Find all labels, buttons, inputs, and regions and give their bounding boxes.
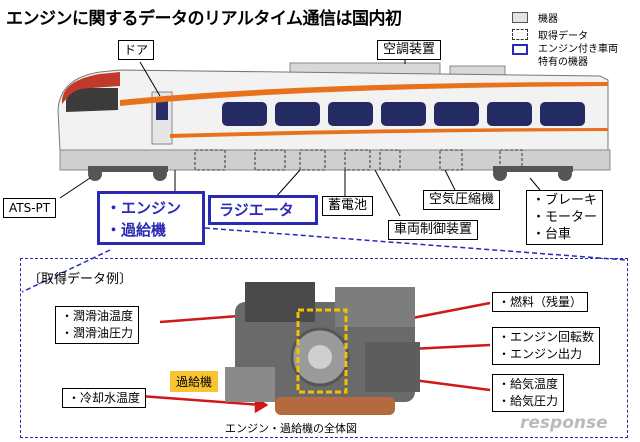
response-watermark: response (520, 413, 608, 433)
page-title: エンジンに関するデータのリアルタイム通信は国内初 (6, 9, 402, 29)
label-intake: ・給気温度 ・給気圧力 (492, 374, 565, 412)
label-battery: 蓄電池 (322, 196, 374, 216)
acquired-data-markers (194, 149, 523, 171)
label-air-conditioner: 空調装置 (377, 40, 442, 60)
engine-image (225, 282, 420, 415)
legend-item-equipment: 機器 (512, 10, 558, 25)
label-ats-pt: ATS-PT (3, 198, 57, 218)
legend-swatch-solid (512, 12, 528, 23)
detail-frame (20, 258, 628, 438)
legend-label-equipment: 機器 (538, 14, 558, 25)
label-engine-performance: ・エンジン回転数 ・エンジン出力 (492, 327, 601, 365)
turbo-highlight (296, 308, 348, 394)
leader-lines (59, 54, 541, 217)
engine-caption: エンジン・過給機の全体図 (225, 422, 357, 435)
label-turbocharger: 過給機 (170, 371, 219, 392)
label-radiator: ラジエータ (208, 195, 318, 225)
orange-stripe (120, 82, 608, 106)
underfloor (59, 149, 611, 171)
label-fuel: ・燃料（残量） (492, 292, 589, 312)
expand-lines (21, 227, 627, 293)
legend-item-engine-specific: エンジン付き車両 特有の機器 (512, 43, 618, 69)
label-brake-motor-bogie: ・ブレーキ ・モーター ・台車 (526, 190, 604, 245)
detail-heading: 〔取得データ例〕 (28, 272, 133, 287)
label-coolant: ・冷却水温度 (62, 388, 147, 408)
legend-label-engine-line2: 特有の機器 (538, 57, 588, 68)
label-vehicle-control: 車両制御装置 (388, 220, 479, 240)
passenger-windows (222, 102, 585, 126)
legend-item-acquired: 取得データ (512, 27, 588, 42)
legend-label-acquired: 取得データ (538, 31, 588, 42)
label-air-compressor: 空気圧縮機 (423, 190, 501, 210)
legend-swatch-dashed (512, 29, 528, 40)
cab-window (66, 88, 118, 112)
red-stripe (62, 72, 120, 104)
legend-label-engine-line1: エンジン付き車両 (538, 44, 618, 55)
label-engine-turbo: ・エンジン ・過給機 (97, 191, 205, 245)
bogies (88, 166, 573, 181)
label-door: ドア (118, 40, 155, 60)
label-oil: ・潤滑油温度 ・潤滑油圧力 (55, 306, 140, 344)
legend-swatch-blue (512, 44, 528, 55)
